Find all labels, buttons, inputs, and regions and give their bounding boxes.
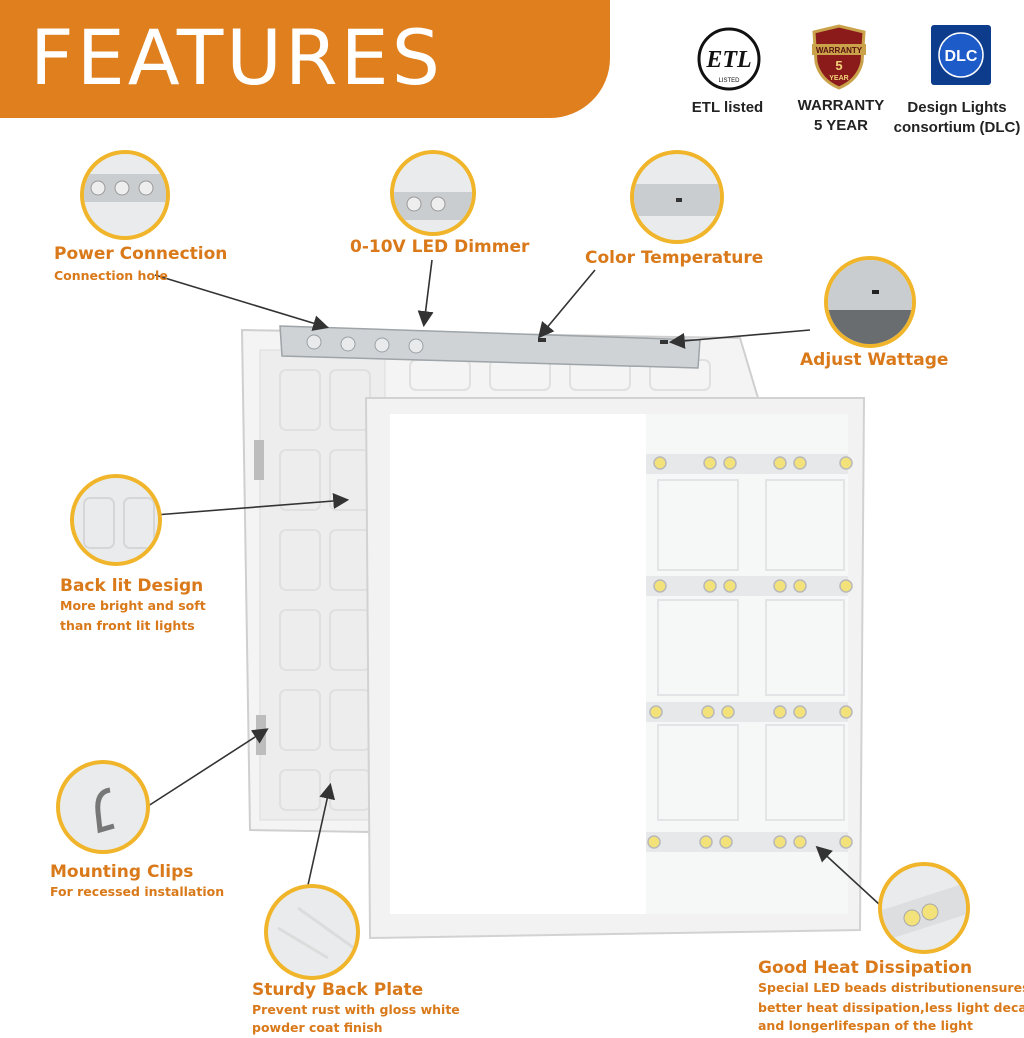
power-connection-desc: Connection hole	[54, 268, 168, 283]
power-connection-detail-image	[80, 150, 170, 240]
etl-text: ETL	[705, 47, 751, 73]
cert-warranty-label: WARRANTY 5 YEAR	[797, 97, 885, 134]
back-plate-desc-1: Prevent rust with gloss white	[252, 1002, 460, 1017]
power-connection-title: Power Connection	[54, 244, 228, 264]
back-plate-desc-2: powder coat finish	[252, 1020, 383, 1035]
back-plate-title: Sturdy Back Plate	[252, 980, 424, 1000]
mounting-clips-desc: For recessed installation	[50, 884, 225, 899]
warranty-badge-bottom: YEAR	[829, 75, 848, 82]
cert-dlc-label: Design Lights consortium (DLC)	[893, 99, 1021, 136]
color-temperature-title: Color Temperature	[585, 248, 764, 268]
features-banner: FEATURES	[0, 0, 610, 118]
backlit-title: Back lit Design	[60, 576, 204, 596]
mounting-clips-title: Mounting Clips	[50, 862, 194, 882]
etl-listed-small: LISTED	[718, 78, 740, 84]
back-plate-detail-image	[264, 884, 360, 980]
backlit-desc-2: than front lit lights	[60, 618, 195, 633]
driver-bracket	[279, 325, 701, 369]
banner-title: FEATURES	[30, 13, 443, 102]
heat-dissipation-desc-3: and longerlifespan of the light	[758, 1018, 974, 1033]
dimmer-detail-image	[390, 150, 476, 236]
warranty-badge-top: WARRANTY	[816, 46, 863, 55]
front-frame	[364, 397, 866, 940]
etl-logo-icon: ETL LISTED	[696, 26, 762, 92]
heat-dissipation-detail-image	[878, 862, 970, 954]
heat-dissipation-desc-2: better heat dissipation,less light decay	[758, 1000, 1024, 1015]
heat-dissipation-title: Good Heat Dissipation	[758, 958, 973, 978]
mounting-clips-detail-image	[56, 760, 150, 854]
backlit-detail-image	[70, 474, 162, 566]
adjust-wattage-detail-image	[824, 256, 916, 348]
warranty-badge-num: 5	[835, 58, 842, 73]
dlc-text: DLC	[945, 48, 978, 65]
cert-etl-label: ETL listed	[691, 99, 764, 116]
dlc-logo-icon: DLC	[930, 24, 992, 86]
backlit-desc-1: More bright and soft	[60, 598, 206, 613]
color-temperature-detail-image	[630, 150, 724, 244]
adjust-wattage-title: Adjust Wattage	[800, 350, 949, 370]
heat-dissipation-desc-1: Special LED beads distributionensures	[758, 980, 1024, 995]
dimmer-title: 0-10V LED Dimmer	[350, 237, 530, 257]
warranty-shield-icon: WARRANTY 5 YEAR	[808, 24, 870, 90]
